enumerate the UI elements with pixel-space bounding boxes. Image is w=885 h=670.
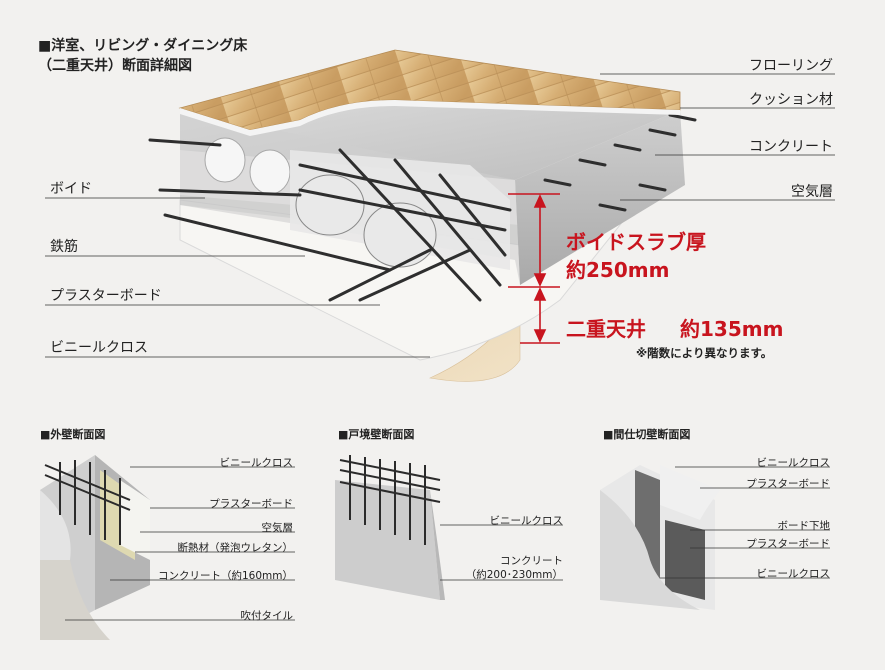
double-ceiling-label: 二重天井: [566, 317, 646, 341]
void-slab-value: 約250mm: [566, 258, 670, 282]
label-plasterboard: プラスターボード: [50, 288, 162, 304]
boundary-label-vinyl: ビニールクロス: [489, 515, 564, 527]
boundary-label-concrete: コンクリート: [500, 555, 563, 567]
floor-note: ※階数により異なります。: [636, 346, 773, 360]
label-concrete: コンクリート: [749, 139, 833, 155]
boundary-label-thickness: （約200･230mm）: [465, 569, 563, 581]
boundary-title: ■戸境壁断面図: [338, 428, 415, 441]
partition-label-vinyl-1: ビニールクロス: [756, 457, 831, 469]
partition-label-base: ボード下地: [777, 520, 831, 532]
void-slab-label: ボイドスラブ厚: [566, 230, 706, 254]
partition-label-plaster-1: プラスターボード: [746, 478, 830, 490]
exterior-label-vinyl: ビニールクロス: [219, 457, 294, 469]
exterior-wall-illustration: [40, 455, 295, 640]
label-flooring: フローリング: [749, 58, 833, 74]
partition-title: ■間仕切壁断面図: [603, 428, 691, 441]
exterior-label-air: 空気層: [261, 522, 294, 534]
exterior-label-tile: 吹付タイル: [240, 610, 294, 622]
exterior-label-concrete: コンクリート（約160mm）: [158, 570, 293, 582]
main-title-line2: （二重天井）断面詳細図: [38, 58, 192, 74]
boundary-wall-illustration: [335, 455, 563, 600]
label-air-layer: 空気層: [791, 184, 833, 200]
main-title-line1: ■洋室、リビング・ダイニング床: [38, 38, 248, 54]
label-vinyl-cloth: ビニールクロス: [50, 340, 148, 356]
double-ceiling-value: 約135mm: [680, 317, 784, 341]
label-cushion: クッション材: [749, 92, 833, 108]
partition-label-vinyl-2: ビニールクロス: [756, 568, 831, 580]
label-rebar: 鉄筋: [50, 239, 78, 255]
partition-label-plaster-2: プラスターボード: [746, 538, 830, 550]
label-void: ボイド: [50, 181, 92, 197]
exterior-label-plaster: プラスターボード: [209, 498, 293, 510]
partition-wall-illustration: [600, 465, 830, 610]
exterior-label-insulation: 断熱材（発泡ウレタン）: [177, 542, 294, 554]
exterior-title: ■外壁断面図: [40, 428, 106, 441]
